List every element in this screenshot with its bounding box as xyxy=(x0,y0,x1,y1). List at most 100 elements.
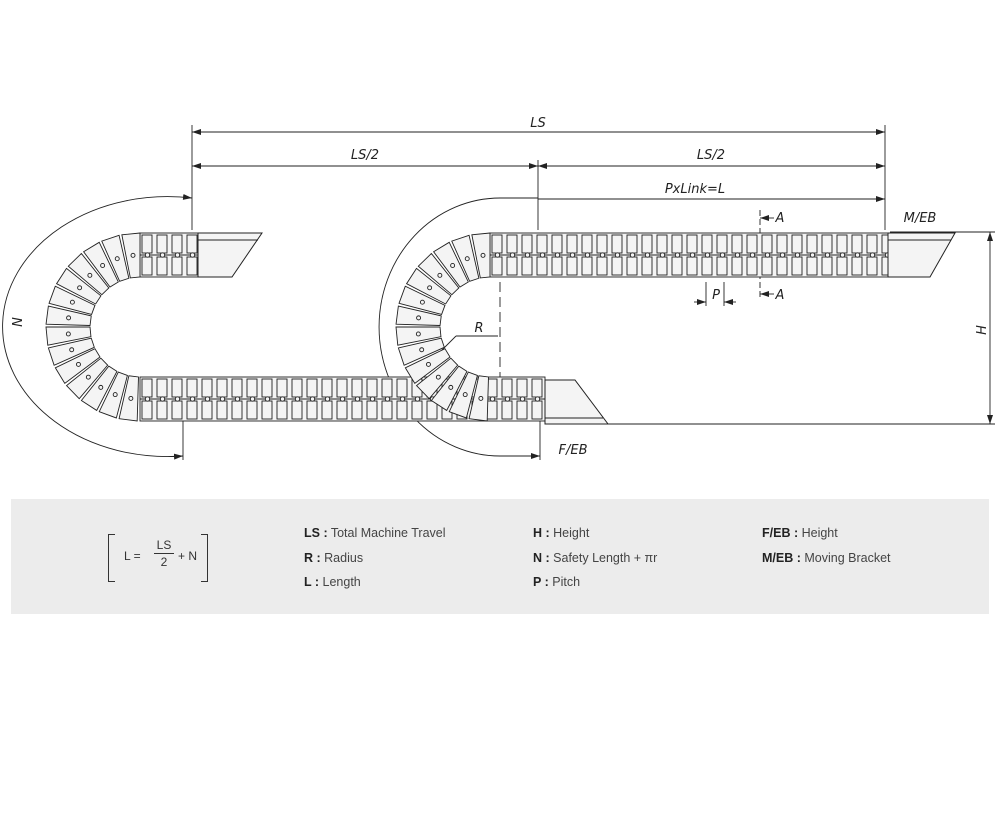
moving-bracket-label: M/EB xyxy=(904,211,937,226)
chain-pin xyxy=(189,396,196,402)
chain-pin xyxy=(824,252,831,258)
chain-link xyxy=(761,256,773,276)
chain-link xyxy=(156,234,168,254)
chain-link xyxy=(551,256,563,276)
chain-link xyxy=(806,256,818,276)
chain-link xyxy=(276,400,288,420)
fixed-bracket-label: F/EB xyxy=(559,443,588,458)
chain-link xyxy=(686,256,698,276)
chain-link xyxy=(351,400,363,420)
chain-pin xyxy=(309,396,316,402)
chain-pin xyxy=(534,396,541,402)
chain-link xyxy=(516,400,528,420)
chain-link xyxy=(536,256,548,276)
chain-link xyxy=(321,400,333,420)
chain-pin xyxy=(427,285,433,291)
chain-link xyxy=(141,234,153,254)
chain-link xyxy=(216,400,228,420)
chain-pin xyxy=(779,252,786,258)
chain-pin xyxy=(294,396,301,402)
chain-link xyxy=(551,234,563,254)
chain-link xyxy=(761,234,773,254)
chain-link xyxy=(171,234,183,254)
chain-pin xyxy=(809,252,816,258)
chain-pin xyxy=(159,252,166,258)
chain-pin xyxy=(869,252,876,258)
chain-link xyxy=(186,400,198,420)
chain-pin xyxy=(524,252,531,258)
chain-pin xyxy=(399,396,406,402)
legend-desc: Pitch xyxy=(552,575,581,589)
chain-link xyxy=(366,400,378,420)
chain-link xyxy=(611,256,623,276)
chain-link xyxy=(261,400,273,420)
legend-key: F/EB : xyxy=(762,526,799,540)
chain-link xyxy=(216,378,228,398)
chain-pin xyxy=(112,392,118,398)
chain-link xyxy=(566,256,578,276)
chain-link xyxy=(716,234,728,254)
chain-link xyxy=(171,400,183,420)
legend-item: H : Height xyxy=(533,525,657,550)
chain-pin xyxy=(249,396,256,402)
chain-pin xyxy=(416,315,422,321)
chain-link xyxy=(186,256,198,276)
chain-pin xyxy=(144,252,151,258)
chain-pin xyxy=(644,252,651,258)
chain-link xyxy=(611,234,623,254)
chain-pin xyxy=(66,315,72,321)
chain-pin xyxy=(100,263,106,268)
legend-item: M/EB : Moving Bracket xyxy=(762,550,891,575)
chain-link xyxy=(641,234,653,254)
chain-pin xyxy=(659,252,666,258)
chain-link xyxy=(521,234,533,254)
chain-pin xyxy=(98,384,104,390)
chain-link xyxy=(821,234,833,254)
chain-link xyxy=(641,256,653,276)
chain-link xyxy=(141,400,153,420)
chain-link xyxy=(851,234,863,254)
chain-pin xyxy=(448,384,454,390)
chain-pin xyxy=(339,396,346,402)
chain-pin xyxy=(599,252,606,258)
chain-pin xyxy=(414,396,421,402)
legend-desc: Length xyxy=(322,575,361,589)
chain-link xyxy=(626,234,638,254)
chain-pin xyxy=(749,252,756,258)
chain-link xyxy=(501,400,513,420)
chain-pin xyxy=(87,272,93,278)
chain-link xyxy=(201,400,213,420)
chain-pin xyxy=(704,252,711,258)
cable-chain-links xyxy=(45,232,893,422)
formula-denominator: 2 xyxy=(160,555,168,569)
chain-pin xyxy=(114,256,120,262)
chain-link xyxy=(246,378,258,398)
section-a-bottom-label: A xyxy=(775,288,785,303)
chain-pin xyxy=(419,299,425,305)
legend-item: F/EB : Height xyxy=(762,525,891,550)
chain-link xyxy=(686,234,698,254)
chain-pin xyxy=(77,285,83,291)
formula-bracket-right xyxy=(201,534,208,582)
chain-link xyxy=(701,256,713,276)
chain-pin xyxy=(279,396,286,402)
chain-pin xyxy=(384,396,391,402)
chain-pin xyxy=(719,252,726,258)
chain-pin xyxy=(629,252,636,258)
chain-pin xyxy=(76,361,81,367)
brackets xyxy=(197,232,956,425)
chain-pin xyxy=(65,331,71,337)
chain-link xyxy=(516,378,528,398)
chain-link xyxy=(306,378,318,398)
chain-pin xyxy=(614,252,621,258)
chain-link xyxy=(626,256,638,276)
legend-key: H : xyxy=(533,526,550,540)
chain-pin xyxy=(159,396,166,402)
chain-pin xyxy=(854,252,861,258)
moving-bracket-right xyxy=(887,232,956,278)
chain-pin xyxy=(144,396,151,402)
chain-link xyxy=(351,378,363,398)
chain-pin xyxy=(69,347,75,353)
chain-link xyxy=(156,378,168,398)
chain-pin xyxy=(450,263,456,268)
